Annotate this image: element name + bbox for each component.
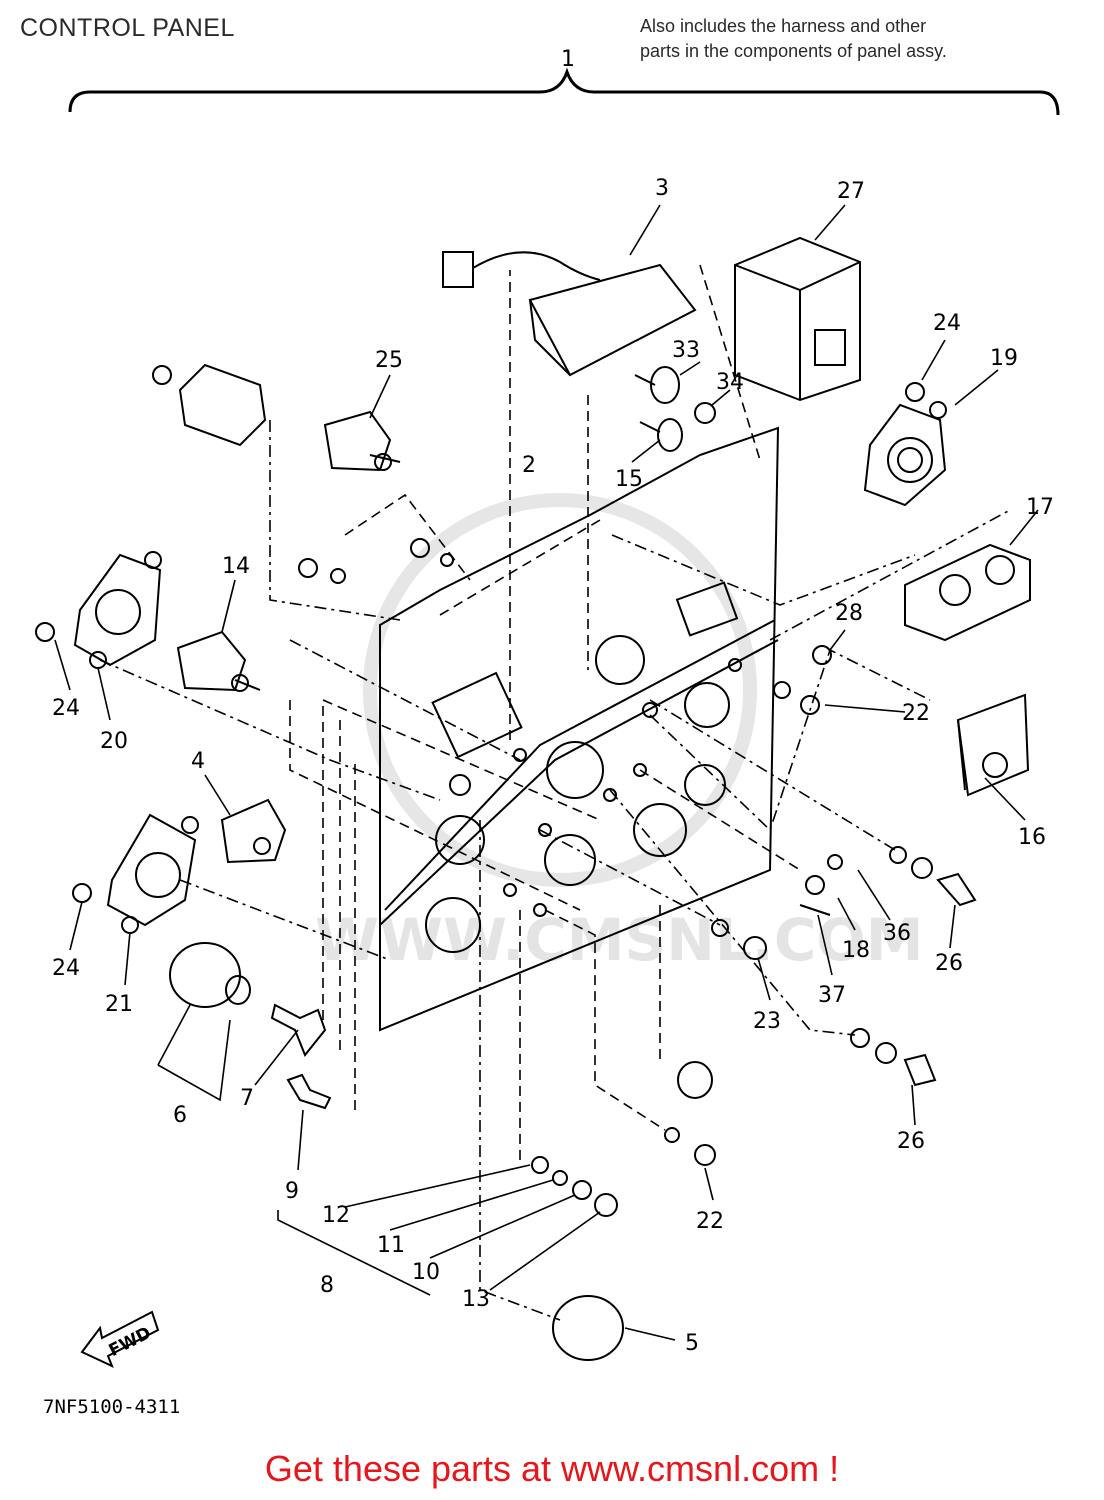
label-18: 18 <box>842 938 870 963</box>
part-20-receptacle <box>35 551 162 669</box>
label-24-lower: 24 <box>52 956 80 981</box>
label-20: 20 <box>100 729 128 754</box>
label-22-lower: 22 <box>696 1209 724 1234</box>
label-14: 14 <box>222 554 250 579</box>
label-23: 23 <box>753 1009 781 1034</box>
label-12: 12 <box>322 1203 350 1228</box>
assembly-note-line-1: Also includes the harness and other <box>640 16 927 36</box>
part-14-switch <box>176 630 261 692</box>
assembly-note: Also includes the harness and other part… <box>640 14 947 64</box>
label-26-lower: 26 <box>897 1129 925 1154</box>
label-2: 2 <box>522 453 536 478</box>
part-19-receptacle <box>863 382 947 507</box>
part-6-7-ignition-key <box>169 942 327 1057</box>
label-36: 36 <box>883 921 911 946</box>
label-5: 5 <box>685 1331 699 1356</box>
part-5-cap <box>552 1295 624 1361</box>
label-7: 7 <box>240 1086 254 1111</box>
label-21: 21 <box>105 992 133 1017</box>
part-21-receptacle <box>72 813 199 934</box>
label-19: 19 <box>990 346 1018 371</box>
label-22-mid: 22 <box>902 701 930 726</box>
leader-lines <box>54 204 1039 1341</box>
label-9: 9 <box>285 1179 299 1204</box>
label-11: 11 <box>377 1233 405 1258</box>
label-34: 34 <box>716 370 744 395</box>
watermark-text: WWW.CMSNL.COM <box>315 906 923 974</box>
part-27-box <box>734 236 861 402</box>
label-33: 33 <box>672 338 700 363</box>
label-8: 8 <box>320 1273 334 1298</box>
part-25-switch <box>323 410 401 472</box>
page-title: CONTROL PANEL <box>20 14 235 42</box>
fwd-arrow-icon: FWD <box>80 1310 160 1368</box>
label-3: 3 <box>655 176 669 201</box>
label-24-left: 24 <box>52 696 80 721</box>
label-10: 10 <box>412 1260 440 1285</box>
part-9-bolt <box>286 1073 332 1110</box>
label-1: 1 <box>561 47 575 72</box>
label-28: 28 <box>835 601 863 626</box>
label-24-top: 24 <box>933 311 961 336</box>
label-4: 4 <box>191 749 205 774</box>
part-17-outlet <box>904 543 1031 642</box>
part-16-meter <box>956 693 1030 797</box>
part-bracket-top-left <box>152 363 267 447</box>
label-26-upper: 26 <box>935 951 963 976</box>
label-6: 6 <box>173 1103 187 1128</box>
assembly-bracket <box>68 67 1060 116</box>
label-16: 16 <box>1018 825 1046 850</box>
label-25: 25 <box>375 348 403 373</box>
panel-plate <box>379 426 780 1032</box>
label-27: 27 <box>837 179 865 204</box>
part-3-harness <box>442 251 697 377</box>
part-labels: 2 3 27 33 34 15 25 24 19 17 14 28 22 16 … <box>52 176 1054 1356</box>
watermark: WWW.CMSNL.COM <box>315 493 923 974</box>
part-33-34-15-knobs <box>634 366 716 452</box>
footer-parts-link[interactable]: Get these parts at www.cmsnl.com ! <box>264 1448 840 1489</box>
part-nuts-washers <box>298 538 977 1217</box>
label-17: 17 <box>1026 495 1054 520</box>
label-15: 15 <box>615 467 643 492</box>
assembly-note-line-2: parts in the components of panel assy. <box>640 41 947 61</box>
label-37: 37 <box>818 983 846 1008</box>
label-13: 13 <box>462 1287 490 1312</box>
drawing-code: 7NF5100-4311 <box>43 1396 180 1418</box>
part-4-switch <box>220 798 287 864</box>
